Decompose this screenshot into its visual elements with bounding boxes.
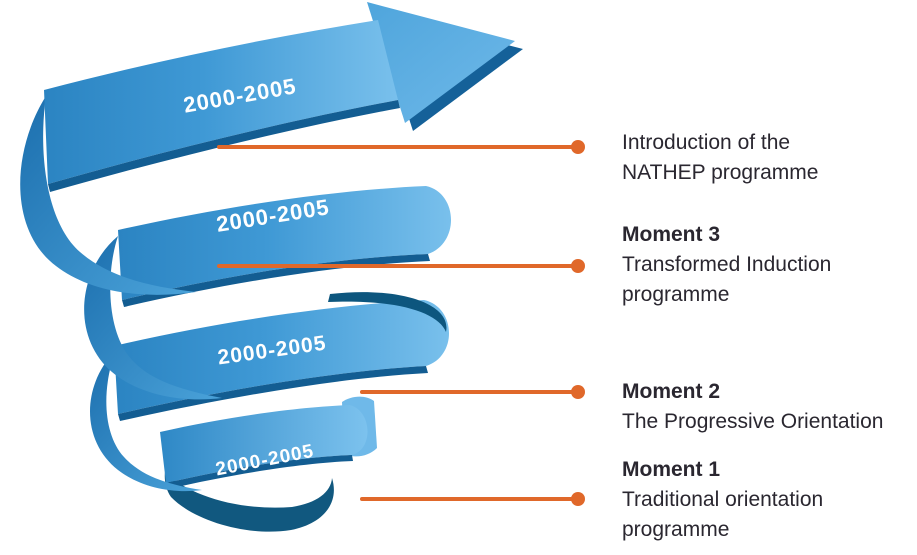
milestone-text-line: NATHEP programme <box>622 161 819 184</box>
spiral-coil-2: 2000-2005 <box>118 186 452 307</box>
connector-line-1 <box>217 140 585 154</box>
milestone-moment-3: Moment 3 Transformed Induction programme <box>622 220 917 310</box>
ribbon-band-edge <box>118 366 428 421</box>
spiral-coil-3: 2000-2005 <box>114 292 450 421</box>
milestone-text-line: programme <box>622 518 730 541</box>
milestone-text-line: The Progressive Orientation <box>622 410 884 433</box>
connector-dot-3 <box>571 385 585 399</box>
ribbon-band <box>114 300 450 414</box>
ribbon-left-turn-1 <box>20 96 196 295</box>
milestone-text-line: programme <box>622 283 730 306</box>
spiral-arrow-graphic: 2000-2005 2000-2005 2000-2005 2000-200 <box>20 2 523 532</box>
ribbon-band <box>160 405 368 483</box>
milestone-title: Moment 1 <box>622 458 721 481</box>
spiral-coil-4: 2000-2005 <box>160 396 377 532</box>
connector-dot-2 <box>571 259 585 273</box>
ribbon-tail-curl <box>164 472 334 532</box>
arrow-head-icon <box>367 2 515 123</box>
connector-line-2 <box>217 259 585 273</box>
ribbon-band <box>44 20 398 184</box>
milestone-nathep-intro: Introduction of the NATHEP programme <box>622 128 917 188</box>
ribbon-band-edge <box>166 455 353 489</box>
ribbon-inner-surface <box>328 292 447 332</box>
spiral-coil-1: 2000-2005 <box>44 2 523 192</box>
ribbon-band-edge <box>122 254 430 307</box>
ribbon-left-turn-3 <box>90 350 202 492</box>
connector-line-3 <box>360 385 585 399</box>
milestone-title: Moment 2 <box>622 380 721 403</box>
milestone-text-line: Introduction of the <box>622 131 791 154</box>
connector-dot-1 <box>571 140 585 154</box>
milestone-text-line: Traditional orientation <box>622 488 824 511</box>
milestone-moment-1: Moment 1 Traditional orientation program… <box>622 455 917 545</box>
connector-dot-4 <box>571 492 585 506</box>
ribbon-left-turn-2 <box>84 236 223 400</box>
milestone-title: Moment 3 <box>622 223 721 246</box>
connector-line-4 <box>360 492 585 506</box>
ribbon-band <box>118 186 452 300</box>
milestone-text-line: Transformed Induction <box>622 253 832 276</box>
milestone-moment-2: Moment 2 The Progressive Orientation <box>622 377 917 437</box>
